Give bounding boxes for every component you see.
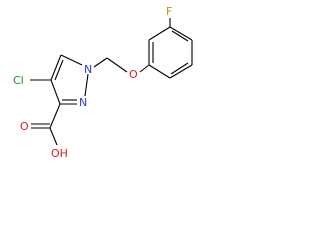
bond-n1-ch2 [93,57,108,68]
atom-label-n1: N [84,63,92,76]
atom-label-oh: OH [51,147,68,160]
atom-label-n2: N [79,96,87,109]
bond-c4-c5-inner [54,59,64,81]
structure-diagram: Cl N N O O OH F [13,5,193,160]
bond-o-aryl [139,64,150,73]
bond-ar-c3-c4 [169,26,193,41]
atom-label-o-carbonyl: O [20,120,29,133]
bond-ar-inner-2 [171,30,189,42]
bond-c5-n1 [60,54,83,66]
bond-c4-c5 [50,54,62,81]
atom-label-cl: Cl [13,74,24,87]
bond-c3-ccooh [49,103,61,129]
atom-label-f: F [166,5,172,18]
bond-ar-inner-3 [170,62,189,75]
bond-ch2-o [106,57,128,73]
molecule-drawing: Cl N N O O OH F [13,5,193,160]
bond-ar-c6-c1 [148,64,171,79]
bond-n1-n2 [84,73,89,97]
bond-ar-c2-c3 [148,26,171,41]
bond-c3-c4 [50,79,61,105]
atom-label-o-ether: O [129,68,138,81]
bond-c-oh [49,127,58,146]
bond-ar-c5-c6 [169,64,193,79]
